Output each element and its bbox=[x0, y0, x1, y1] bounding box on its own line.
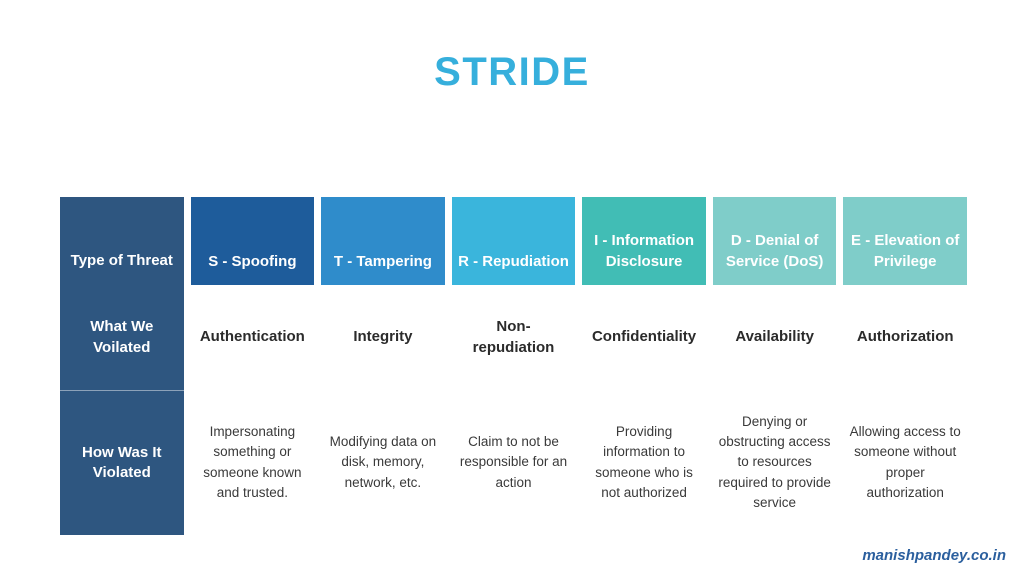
threat-header-repudiation: R - Repudiation bbox=[451, 197, 576, 285]
how-violated-cell-elevation-of-privilege: Allowing access to someone without prope… bbox=[849, 424, 961, 500]
violated-cell-integrity: Integrity bbox=[353, 328, 413, 346]
row-header-how-was-it-violated: How Was It Violated bbox=[60, 390, 184, 535]
how-violated-cell-denial-of-service: Denying or obstructing access to resourc… bbox=[718, 413, 831, 510]
violated-cell-availability: Availability bbox=[735, 328, 814, 346]
row-header-type-of-threat: Type of Threat bbox=[70, 251, 173, 269]
threat-header-information-disclosure: I - Information Disclosure bbox=[582, 197, 706, 285]
violated-cell-confidentiality: Confidentiality bbox=[591, 328, 697, 346]
row-header-column: Type of Threat What We Voilated How Was … bbox=[60, 197, 184, 535]
stride-table: Type of Threat What We Voilated How Was … bbox=[60, 197, 967, 535]
violated-cell-non-repudiation: Non-repudiation bbox=[472, 318, 555, 356]
violated-cell-authentication: Authentication bbox=[199, 328, 305, 346]
threat-header-elevation-of-privilege: E - Elevation of Privilege bbox=[843, 197, 967, 285]
website-link: manishpandey.co.in bbox=[862, 547, 1006, 564]
violated-cell-authorization: Authorization bbox=[856, 328, 954, 346]
row-header-what-we-violated: What We Voilated bbox=[90, 318, 154, 356]
threat-header-denial-of-service: D - Denial of Service (DoS) bbox=[712, 197, 837, 285]
how-violated-cell-repudiation: Claim to not be responsible for an actio… bbox=[459, 434, 568, 490]
threat-header-tampering: T - Tampering bbox=[321, 197, 445, 285]
how-violated-cell-tampering: Modifying data on disk, memory, network,… bbox=[329, 434, 437, 490]
how-violated-cell-information-disclosure: Providing information to someone who is … bbox=[595, 424, 693, 500]
page-title: STRIDE bbox=[434, 50, 590, 94]
threat-header-spoofing: S - Spoofing bbox=[190, 197, 315, 285]
how-violated-cell-spoofing: Impersonating something or someone known… bbox=[203, 424, 302, 500]
